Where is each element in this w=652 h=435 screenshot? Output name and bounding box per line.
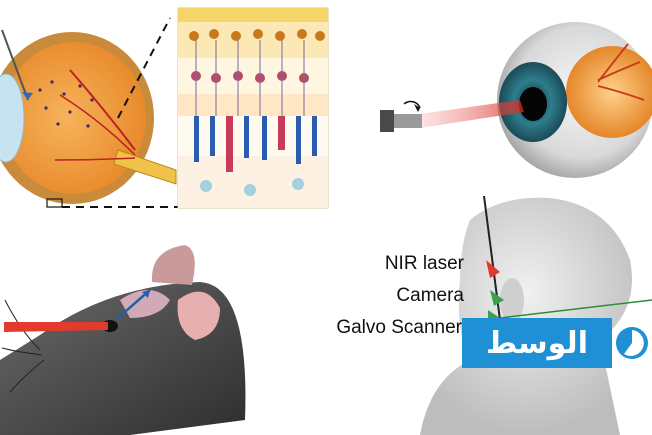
laser-beam-top: [420, 100, 524, 128]
watermark-logo: الوسط: [462, 318, 652, 368]
mouse-illustration: [0, 245, 246, 435]
laser-beam-mouse: [4, 322, 108, 332]
ray-arrow-icon: [22, 92, 33, 100]
mouse-ear: [177, 291, 220, 340]
mouse-brain: [120, 290, 170, 318]
retina-inset-marker: [46, 198, 63, 208]
eye-cross-section: [0, 29, 177, 208]
brain-arrow-icon: [142, 290, 150, 298]
camera-marker: [490, 290, 504, 306]
ganglion-cells: [189, 29, 325, 41]
zoom-line-top: [117, 17, 171, 119]
retina-layers-panel: [177, 7, 329, 209]
photoreceptors: [194, 116, 317, 172]
camera-label: Camera: [396, 285, 464, 306]
imaging-apparatus: [483, 195, 652, 322]
galvo-scanner-label: Galvo Scanner: [336, 317, 462, 338]
nir-laser-label: NIR laser: [384, 253, 464, 274]
watermark-text: الوسط: [486, 325, 588, 361]
laser-source-icon: [380, 100, 422, 132]
human-eyeball: [497, 22, 652, 178]
human-head: [420, 197, 632, 435]
watermark-logo-shape: [462, 318, 648, 368]
pupil: [519, 87, 547, 121]
light-ray-line: [1, 29, 29, 101]
nir-laser-marker: [486, 260, 500, 278]
